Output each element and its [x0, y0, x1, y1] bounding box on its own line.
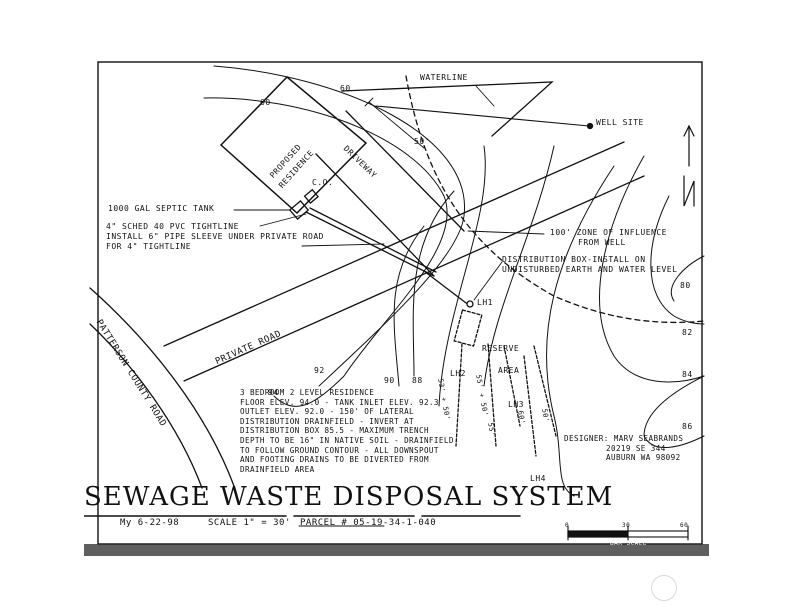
leader-dbox: [473, 261, 503, 301]
designer-line: AUBURN WA 98092: [606, 453, 681, 463]
parcel-number: PARCEL # 05-19-34-1-040: [300, 518, 437, 528]
private-road-edge-lower: [183, 175, 645, 382]
tightline-label-3: FOR 4" TIGHTLINE: [106, 242, 192, 251]
well-line: [375, 105, 590, 127]
tightline-label-1: 4" SCHED 40 PVC TIGHTLINE: [106, 222, 239, 231]
contour-90-label: 90: [384, 376, 395, 385]
leader-tightline: [259, 213, 307, 227]
driveway-dimension-tick: [364, 97, 374, 107]
well-site-marker: [586, 122, 594, 130]
site-plan-sheet: WATERLINE WELL SITE 60 60 PROPOSED RESID…: [84, 56, 709, 556]
zone-of-influence-label-2: FROM WELL: [578, 238, 626, 247]
area-label: AREA: [498, 366, 520, 375]
contour-80-label: 80: [680, 281, 691, 290]
bar-scale-60: 60: [680, 522, 689, 529]
waterline: [341, 81, 554, 137]
bar-scale: [567, 525, 689, 541]
designer-line: DESIGNER: MARV SEABRANDS: [564, 434, 684, 443]
lh1-label: LH1: [477, 298, 493, 307]
north-arrow: [683, 124, 695, 207]
distribution-trench: [453, 309, 483, 347]
private-road-edge-upper: [163, 141, 625, 347]
contour-92-label: 92: [314, 366, 325, 375]
residence-footprint: [219, 75, 368, 215]
cleanout-box: [303, 188, 319, 204]
designer-block: DESIGNER: MARV SEABRANDS 20219 SE 344 AU…: [564, 434, 683, 463]
drawing-scale: SCALE 1" = 30': [208, 518, 291, 528]
tightline-3: [423, 270, 471, 307]
tightline-label-2: INSTALL 6" PIPE SLEEVE UNDER PRIVATE ROA…: [106, 232, 324, 241]
construction-notes: 3 BEDROOM 2 LEVEL RESIDENCE FLOOR ELEV. …: [240, 388, 454, 474]
driveway-edge-left: [315, 153, 435, 277]
bar-scale-30: 30: [622, 522, 631, 529]
drainfield-lateral-5: [533, 345, 557, 437]
note-line: TO FOLLOW GROUND CONTOUR - ALL DOWNSPOUT: [240, 445, 439, 455]
scan-shadow: [84, 544, 709, 556]
septic-tank-label: 1000 GAL SEPTIC TANK: [108, 204, 215, 213]
cleanout-label: C.O.: [312, 178, 334, 187]
drainfield-lateral-2: [487, 343, 497, 447]
zone-of-influence-arc: [405, 75, 705, 324]
lot-dimension-60-b: 60: [340, 84, 351, 93]
contour-94-label: 94: [268, 388, 279, 397]
lh3-label: LH3: [508, 400, 524, 409]
north-arrow-label: N: [686, 180, 687, 181]
note-line: DEPTH TO BE 16" IN NATIVE SOIL - DRAINFI…: [240, 435, 454, 445]
drainfield-lateral-1: [455, 343, 463, 447]
contour-86-label: 86: [682, 422, 693, 431]
viewer-control-dot[interactable]: [651, 575, 677, 601]
note-line: 3 BEDROOM 2 LEVEL RESIDENCE: [240, 388, 375, 397]
lot-dimension-60-a: 60: [260, 98, 271, 107]
drainfield-lateral-4: [523, 355, 537, 457]
well-site-label: WELL SITE: [596, 118, 644, 127]
site-plan-drawing: [84, 61, 709, 556]
leader-zone: [467, 230, 545, 235]
bar-scale-label: BAR SCALE: [610, 540, 648, 547]
note-line: DISTRIBUTION DRAINFIELD - INVERT AT: [240, 416, 415, 426]
contour-lines: [203, 65, 705, 497]
note-line: DRAINFIELD AREA: [240, 464, 315, 474]
note-line: DISTRIBUTION BOX 85.5 - MAXIMUM TRENCH: [240, 426, 429, 436]
lh4-label: LH4: [530, 474, 546, 483]
contour-82-label: 82: [682, 328, 693, 337]
driveway-dimension: [368, 101, 425, 149]
driveway-edge-right: [345, 110, 465, 232]
waterline-leader: [475, 85, 495, 107]
drainfield-lateral-3: [503, 345, 521, 427]
leader-sleeve: [301, 243, 385, 247]
drawing-date: My 6-22-98: [120, 518, 180, 528]
designer-line: 20219 SE 344: [606, 443, 666, 453]
note-line: OUTLET ELEV. 92.0 - 150' OF LATERAL: [240, 407, 415, 417]
driveway-dimension-label: 50': [414, 137, 430, 146]
note-line: AND FOOTING DRAINS TO BE DIVERTED FROM: [240, 455, 429, 465]
distribution-box-label-1: DISTRIBUTION BOX-INSTALL ON: [502, 255, 646, 264]
reserve-label: RESERVE: [482, 344, 520, 353]
tightline-2: [309, 207, 437, 273]
zone-of-influence-label-1: 100' ZONE OF INFLUENCE: [550, 228, 667, 237]
drawing-title: SEWAGE WASTE DISPOSAL SYSTEM: [84, 482, 614, 512]
bar-scale-0: 0: [565, 522, 570, 529]
contour-88-label: 88: [412, 376, 423, 385]
distribution-box: [466, 300, 474, 308]
waterline-label: WATERLINE: [420, 73, 468, 82]
lh2-label: LH2: [450, 369, 466, 378]
note-line: FLOOR ELEV. 94.0 - TANK INLET ELEV. 92.3: [240, 397, 439, 407]
distribution-box-label-2: UNDISTURBED EARTH AND WATER LEVEL: [502, 265, 678, 274]
county-road-edge-inner: [89, 323, 203, 489]
county-road-edge-outer: [89, 287, 235, 487]
contour-84-label: 84: [682, 370, 693, 379]
